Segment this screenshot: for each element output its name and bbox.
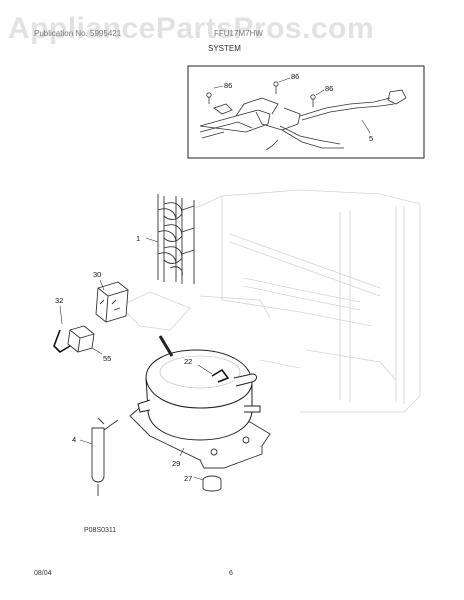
callout-86-middle: 86 <box>291 72 299 81</box>
filter-drier <box>91 417 119 496</box>
callout-5: 5 <box>369 134 373 143</box>
callout-86-right: 86 <box>325 84 333 93</box>
watermark: AppliancePartsPros.com <box>8 12 375 45</box>
relay-overload <box>95 281 129 323</box>
callout-4: 4 <box>72 435 76 444</box>
callout-32: 32 <box>55 296 63 305</box>
publication-number: Publication No. 5995421 <box>34 29 122 38</box>
wiring-inset: 86 86 86 5 <box>187 65 425 159</box>
callout-27: 27 <box>184 474 192 483</box>
callout-22: 22 <box>184 357 192 366</box>
callout-30: 30 <box>93 270 101 279</box>
section-title: SYSTEM <box>208 44 241 53</box>
footer-date: 08/04 <box>34 570 52 577</box>
wire-clip <box>53 329 71 354</box>
start-device <box>67 325 95 353</box>
callout-29: 29 <box>172 459 180 468</box>
cabinet-outline <box>119 189 421 413</box>
terminal-clip <box>211 368 230 383</box>
condenser-coil <box>157 194 195 284</box>
page-number: 6 <box>229 570 233 577</box>
model-number: FFU17M7HW <box>214 29 263 38</box>
callout-1: 1 <box>136 234 140 243</box>
callout-86-left: 86 <box>224 81 232 90</box>
compressor <box>137 335 261 441</box>
callout-55: 55 <box>103 354 111 363</box>
grommet <box>202 475 222 492</box>
illustration-code: P08S0311 <box>84 527 117 534</box>
